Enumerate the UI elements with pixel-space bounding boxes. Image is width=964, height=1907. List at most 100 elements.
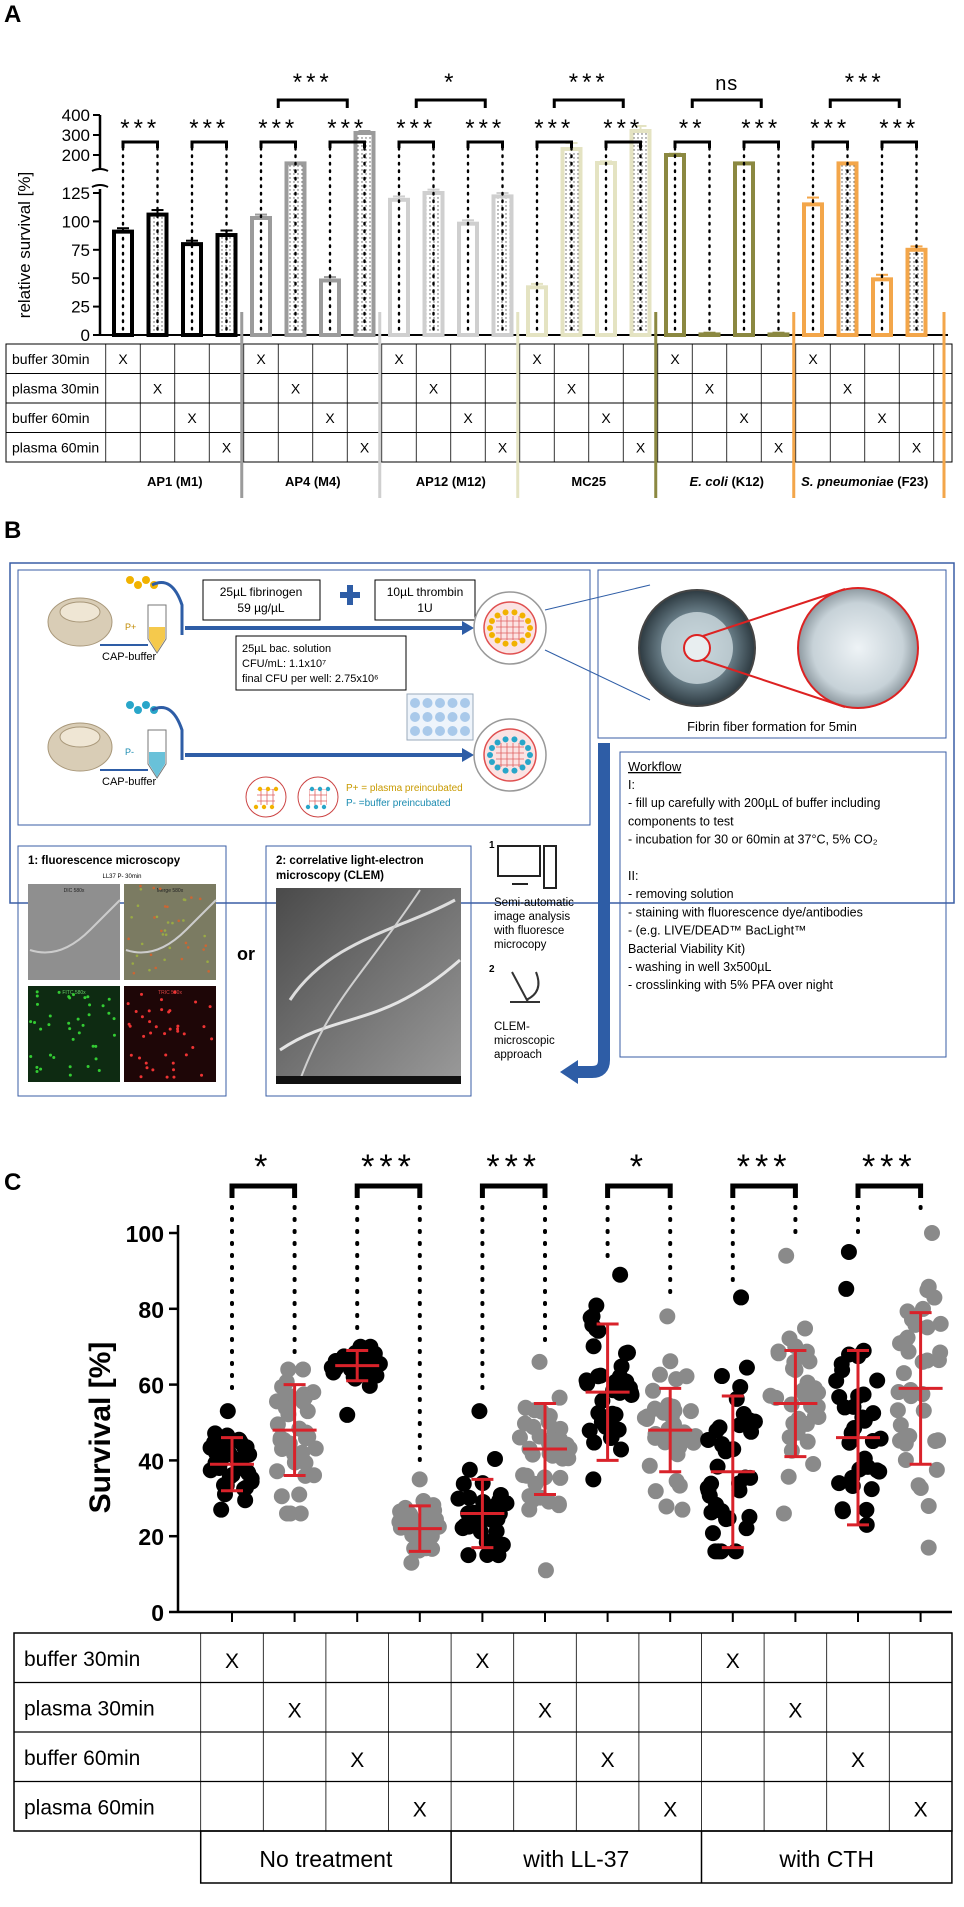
fluorescence-dot — [77, 1031, 81, 1035]
fluorescence-dot — [29, 1055, 33, 1059]
data-point — [645, 1382, 662, 1399]
sig-stars: *** — [258, 115, 298, 142]
fluorescence-dot — [71, 993, 75, 997]
bacteria-icon — [253, 804, 259, 810]
fluorescence-dot — [152, 886, 156, 890]
sig-bracket — [259, 140, 297, 148]
p-plus-label: P+ — [125, 622, 136, 632]
sig-stars: *** — [603, 115, 643, 142]
data-point — [789, 1424, 806, 1441]
data-point — [733, 1289, 750, 1306]
data-point — [213, 1501, 230, 1518]
bar — [698, 332, 721, 338]
data-point — [651, 1366, 668, 1383]
thrombin-box — [374, 579, 476, 621]
sig-stars: *** — [327, 115, 367, 142]
condition-mark: X — [601, 1749, 615, 1772]
specimen-icon — [59, 601, 101, 623]
data-point — [831, 1475, 848, 1492]
group-label: E. coli (K12) — [690, 474, 764, 489]
bacteria-icon — [527, 625, 533, 631]
method1-sub: LL37 P- 30min — [102, 874, 141, 880]
fiber-strand — [279, 958, 461, 1052]
data-point — [915, 1402, 932, 1419]
computer-icon — [497, 845, 541, 877]
condition-label: plasma 30min — [24, 1698, 155, 1721]
thrombin-text: 10µL thrombin — [387, 585, 464, 599]
step1-text: Semi-automatic — [494, 897, 574, 909]
data-point — [741, 1412, 758, 1429]
y-tick-label: 200 — [62, 146, 90, 165]
data-point — [920, 1497, 937, 1514]
fluorescence-dot — [177, 919, 181, 923]
data-point — [834, 1362, 851, 1379]
bar — [733, 161, 755, 337]
fluorescence-dot — [186, 946, 190, 949]
sig-bracket — [605, 1183, 673, 1198]
fluorescence-dot — [112, 1017, 116, 1021]
bar — [767, 332, 790, 338]
fluorescence-dot — [131, 962, 135, 965]
data-point — [914, 1353, 931, 1370]
bacteria-icon — [134, 706, 142, 714]
fluorescence-dot — [81, 1023, 85, 1027]
bacteria-icon — [142, 701, 150, 709]
data-point — [585, 1471, 602, 1488]
data-point — [581, 1422, 598, 1439]
bacteria-icon — [309, 786, 315, 792]
sig-bracket — [190, 140, 228, 148]
sig-bracket — [535, 140, 573, 148]
data-point — [737, 1469, 754, 1486]
data-point — [636, 1409, 653, 1426]
data-point — [930, 1352, 947, 1369]
condition-label: plasma 30min — [12, 381, 99, 397]
data-point — [659, 1308, 676, 1325]
arrow-head — [462, 621, 474, 635]
plus-icon — [340, 585, 360, 605]
data-point — [517, 1399, 534, 1416]
fluorescence-dot — [164, 1053, 168, 1057]
fibrin-mesh — [496, 743, 524, 767]
data-point — [418, 1499, 435, 1516]
method2-box — [265, 845, 472, 1097]
condition-label: buffer 30min — [24, 1648, 140, 1671]
well-icon — [435, 726, 445, 736]
bac-solution-text: 25µL bac. solution — [242, 643, 331, 655]
bacteria-icon — [269, 804, 275, 810]
tube-liquid — [149, 752, 165, 777]
bacteria-icon — [519, 739, 526, 746]
fluorescence-dot — [171, 1061, 175, 1065]
bacteria-icon — [502, 767, 509, 774]
fiber-strand — [288, 898, 456, 1001]
data-point — [926, 1289, 943, 1306]
fibrinogen-box — [202, 579, 321, 621]
data-point — [552, 1469, 569, 1486]
microscope-icon — [510, 971, 540, 1003]
fluorescence-dot — [165, 1075, 169, 1079]
y-tick-label: 40 — [138, 1448, 164, 1474]
data-point — [732, 1378, 749, 1395]
bacteria-icon — [494, 612, 501, 619]
fluorescence-dot — [180, 957, 184, 961]
fluorescence-dot — [94, 1057, 98, 1061]
data-point — [460, 1547, 477, 1564]
well-icon — [460, 712, 470, 722]
data-point — [727, 1543, 744, 1560]
condition-mark: X — [118, 351, 128, 367]
panel-a-label: A — [4, 1, 21, 28]
bac-solution-box — [235, 635, 407, 691]
condition-mark: X — [256, 351, 266, 367]
data-point — [805, 1455, 822, 1472]
y-tick-label: 0 — [81, 326, 90, 345]
well-icon — [460, 698, 470, 708]
bacteria-icon — [525, 631, 532, 638]
fluorescence-dot — [47, 1023, 51, 1027]
bacteria-icon — [325, 786, 331, 792]
y-tick-label: 75 — [71, 241, 90, 260]
data-point — [269, 1416, 286, 1433]
condition-mark: X — [475, 1650, 489, 1673]
specimen-icon — [59, 726, 101, 748]
data-point — [612, 1266, 629, 1283]
bacteria-icon — [261, 804, 267, 810]
fluorescence-dot — [132, 971, 136, 975]
